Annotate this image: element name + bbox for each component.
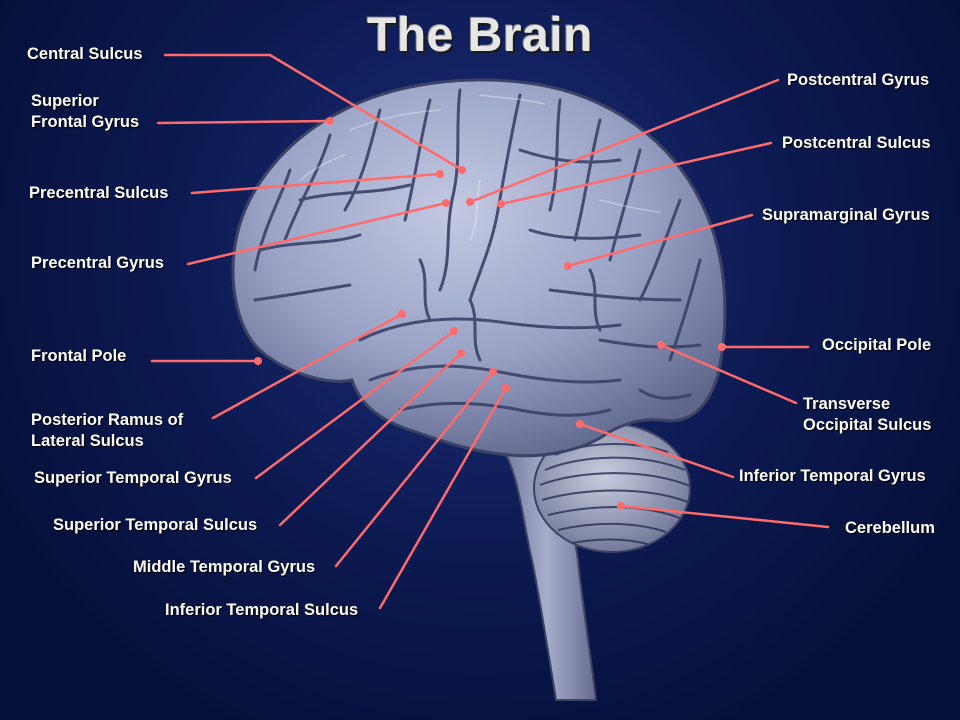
leader-inferior-temporal-sulcus bbox=[378, 386, 508, 610]
dot-supramarginal-gyrus bbox=[564, 262, 572, 270]
leader-postcentral-gyrus bbox=[468, 78, 780, 204]
dot-postcentral-gyrus bbox=[466, 198, 474, 206]
leader-central-sulcus-2 bbox=[268, 53, 464, 172]
dot-frontal-pole bbox=[254, 357, 262, 365]
dot-inferior-temporal-gyrus bbox=[576, 420, 584, 428]
dot-inferior-temporal-sulcus bbox=[502, 384, 510, 392]
label-postcentral-gyrus: Postcentral Gyrus bbox=[787, 71, 930, 89]
label-frontal-pole: Frontal Pole bbox=[31, 347, 127, 365]
dot-central-sulcus bbox=[458, 166, 466, 174]
label-superior-temporal-sulcus: Superior Temporal Sulcus bbox=[53, 516, 258, 534]
label-inferior-temporal-gyrus: Inferior Temporal Gyrus bbox=[739, 467, 926, 485]
dot-precentral-gyrus bbox=[442, 199, 450, 207]
leader-precentral-gyrus bbox=[186, 201, 448, 266]
leader-middle-temporal-gyrus bbox=[334, 370, 495, 568]
label-occipital-pole: Occipital Pole bbox=[822, 336, 932, 354]
leader-superior-temporal-gyrus bbox=[254, 329, 456, 480]
label-central-sulcus: Central Sulcus bbox=[27, 45, 143, 63]
dot-precentral-sulcus bbox=[436, 170, 444, 178]
label-inferior-temporal-sulcus: Inferior Temporal Sulcus bbox=[165, 601, 359, 619]
label-transverse-occipital-sulcus-line2: Occipital Sulcus bbox=[803, 416, 932, 434]
leader-superior-frontal-gyrus bbox=[156, 119, 332, 125]
label-middle-temporal-gyrus: Middle Temporal Gyrus bbox=[133, 558, 316, 576]
label-supramarginal-gyrus: Supramarginal Gyrus bbox=[762, 206, 930, 224]
dot-cerebellum bbox=[617, 502, 625, 510]
dot-posterior-ramus bbox=[398, 310, 406, 318]
label-posterior-ramus-line2: Lateral Sulcus bbox=[31, 432, 144, 450]
dot-middle-temporal-gyrus bbox=[489, 368, 497, 376]
dot-superior-temporal-gyrus bbox=[450, 327, 458, 335]
leader-posterior-ramus bbox=[211, 312, 404, 420]
cerebrum-shape bbox=[231, 78, 727, 458]
label-precentral-gyrus: Precentral Gyrus bbox=[31, 254, 164, 272]
label-posterior-ramus-line1: Posterior Ramus of bbox=[31, 411, 184, 429]
label-precentral-sulcus: Precentral Sulcus bbox=[29, 184, 169, 202]
dot-occipital-pole bbox=[718, 343, 726, 351]
leader-superior-temporal-sulcus bbox=[278, 351, 463, 527]
leader-inferior-temporal-gyrus bbox=[578, 422, 735, 479]
label-postcentral-sulcus: Postcentral Sulcus bbox=[782, 134, 931, 152]
leader-transverse-occipital-sulcus bbox=[659, 343, 798, 405]
dot-superior-frontal-gyrus bbox=[326, 117, 334, 125]
leader-precentral-sulcus bbox=[190, 172, 442, 195]
leader-supramarginal-gyrus bbox=[566, 213, 754, 268]
dot-superior-temporal-sulcus bbox=[457, 349, 465, 357]
label-transverse-occipital-sulcus-line1: Transverse bbox=[803, 395, 891, 413]
label-superior-temporal-gyrus: Superior Temporal Gyrus bbox=[34, 469, 232, 487]
page-title: The Brain bbox=[367, 9, 593, 62]
label-superior-frontal-gyrus-line1: Superior bbox=[31, 92, 99, 110]
leader-postcentral-sulcus bbox=[499, 141, 773, 206]
dot-postcentral-sulcus bbox=[497, 200, 505, 208]
dot-transverse-occipital-sulcus bbox=[657, 341, 665, 349]
leader-cerebellum bbox=[619, 504, 830, 529]
label-superior-frontal-gyrus-line2: Frontal Gyrus bbox=[31, 113, 140, 131]
label-cerebellum: Cerebellum bbox=[845, 519, 935, 537]
